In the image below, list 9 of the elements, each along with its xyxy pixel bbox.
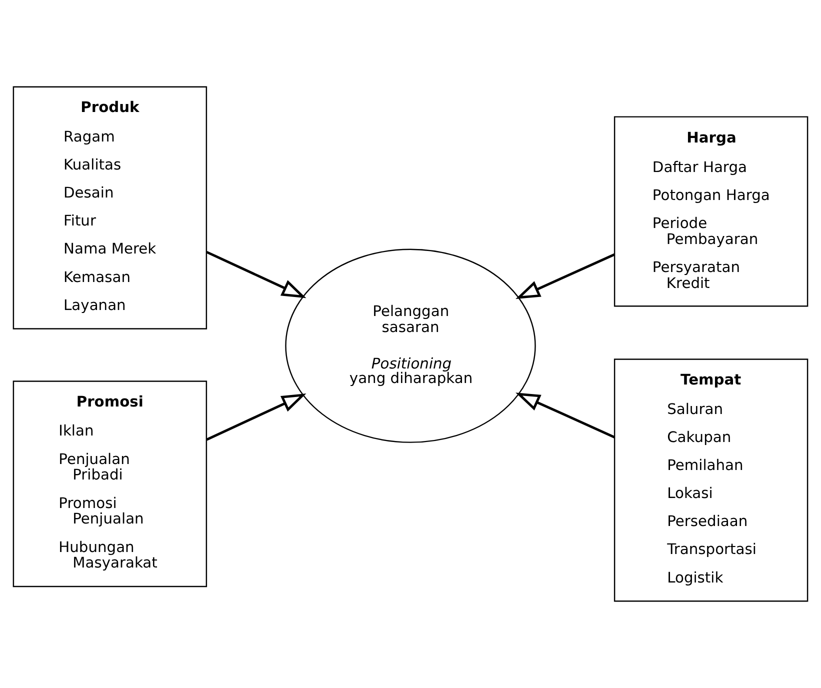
arrow xyxy=(516,253,615,300)
node-box: Produk Ragam Kualitas Desain Fitur Nama Merek Kemasan Layanan xyxy=(12,86,208,330)
node-box: Promosi Iklan Penjualan Pribadi Promosi Penjualan Hubungan Masyarakat xyxy=(12,380,208,588)
node-box: Harga Daftar Harga Potongan Harga Periode Pembayaran Persyaratan Kredit xyxy=(614,116,808,307)
arrow xyxy=(206,250,306,298)
arrow xyxy=(206,394,306,441)
node-box: Tempat Saluran Cakupan Pemilahan Lokasi Persediaan Transportasi Logistik xyxy=(614,358,808,602)
node-ellipse: Pelanggan sasaran Positioning yang diharapkan xyxy=(285,248,536,443)
arrow xyxy=(516,392,615,438)
